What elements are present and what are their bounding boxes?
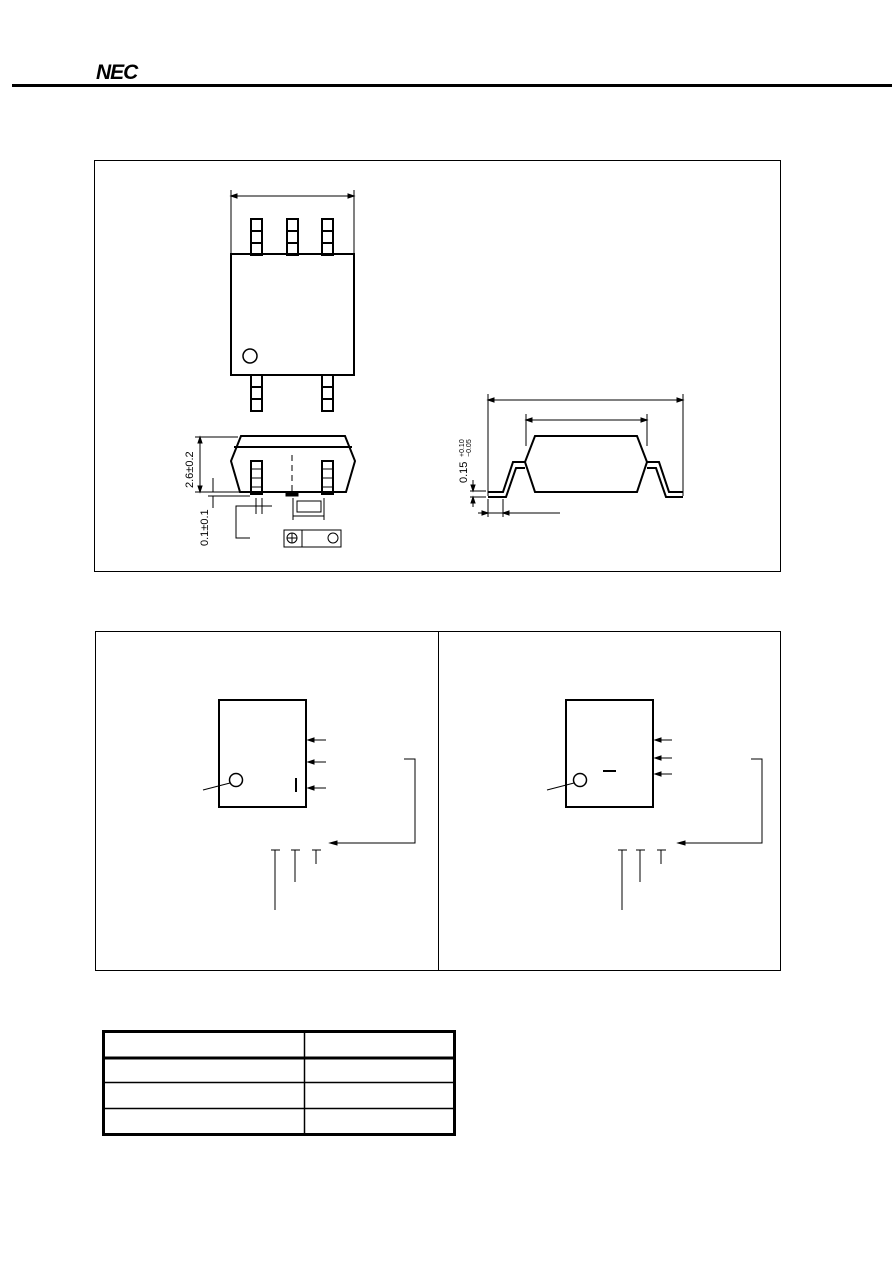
pin1-marker-icon <box>242 348 258 364</box>
header-rule <box>12 84 892 87</box>
dim-lead-thickness-tol-upper: +0.10 <box>459 439 466 457</box>
marking-example-left <box>202 699 416 910</box>
dim-lead-thickness-tol-lower: −0.05 <box>466 439 473 457</box>
dim-standoff-label: 0.1±0.1 <box>199 509 211 546</box>
dim-lead-thickness-label: 0.15 <box>458 462 470 483</box>
package-side-view <box>470 394 685 517</box>
marking-example-right <box>546 699 763 910</box>
spec-table <box>102 1030 456 1136</box>
package-drawing-frame <box>94 160 781 572</box>
nec-logo: NEC <box>96 61 138 84</box>
package-front-view <box>195 435 357 548</box>
package-top-view <box>229 190 356 412</box>
dim-height-label: 2.6±0.2 <box>184 451 196 488</box>
